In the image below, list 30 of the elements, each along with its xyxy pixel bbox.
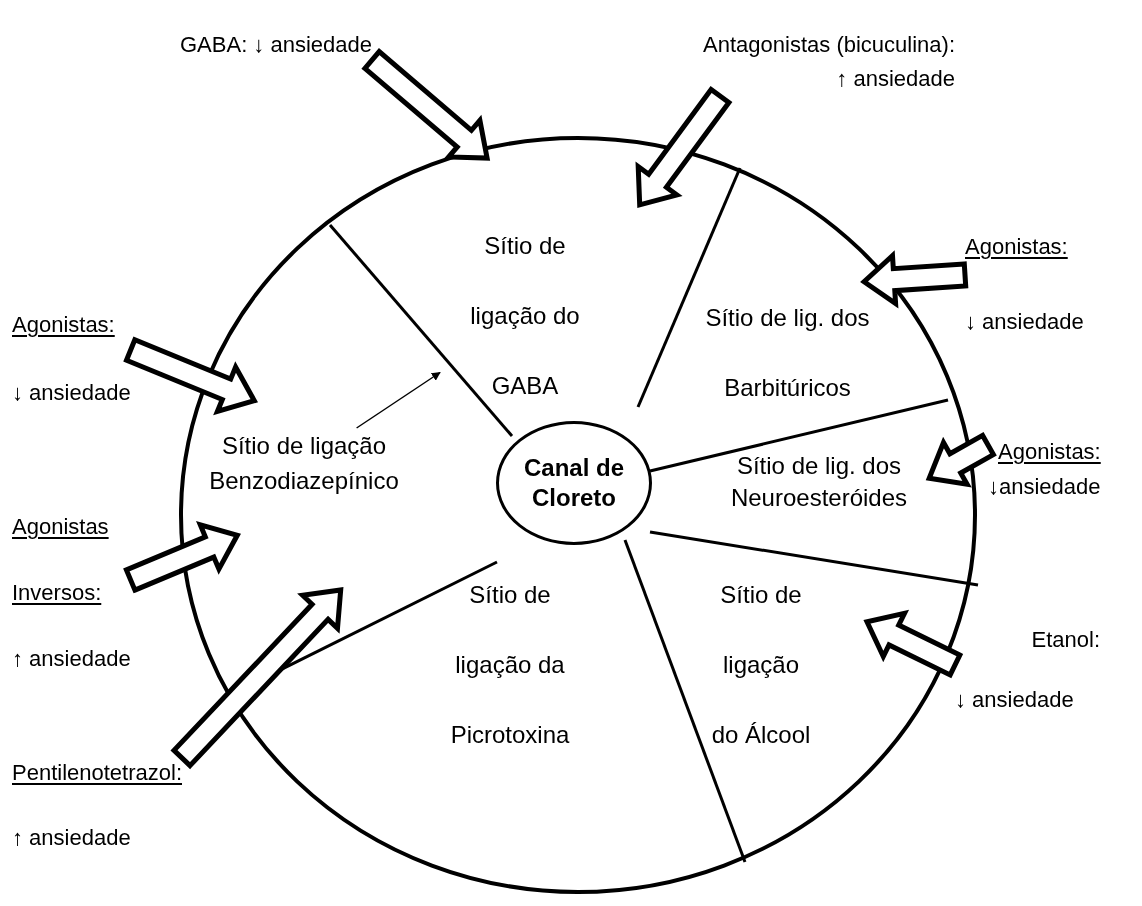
block-arrow xyxy=(635,86,733,209)
site-label: Sítio de ligação da Picrotoxina xyxy=(432,560,588,770)
block-arrow xyxy=(860,250,969,309)
annotation-label: ↓ ansiedade xyxy=(12,379,131,407)
block-arrow xyxy=(123,336,258,416)
site-label: Sítio de lig. dos Neuroesteróides xyxy=(728,450,910,514)
annotation-label: Agonistas: xyxy=(12,311,115,339)
annotation-label: Agonistas: xyxy=(998,438,1101,466)
annotation-label: Antagonistas (bicuculina): ↑ ansiedade xyxy=(690,28,955,96)
annotation-label: ↓ansiedade xyxy=(988,473,1101,501)
site-label: Sítio de ligação do GABA xyxy=(440,211,610,421)
annotation-label: Etanol: xyxy=(1031,626,1100,654)
annotation-label: ↓ ansiedade xyxy=(955,686,1074,714)
annotation-label: Agonistas Inversos: xyxy=(12,513,110,607)
arrow xyxy=(355,371,441,429)
annotation-label: Pentilenotetrazol: xyxy=(12,759,182,787)
block-arrow xyxy=(123,521,241,594)
site-label: Sítio de lig. dos Barbitúricos xyxy=(700,283,875,423)
block-arrow xyxy=(863,609,964,679)
site-label: Sítio de ligação do Álcool xyxy=(708,560,874,770)
block-arrow xyxy=(925,432,997,488)
block-arrow xyxy=(361,48,491,161)
annotation-label: ↑ ansiedade xyxy=(12,824,131,852)
annotation-label: ↓ ansiedade xyxy=(965,308,1084,336)
channel-label: Canal de Cloreto xyxy=(523,453,625,513)
block-arrow xyxy=(170,587,344,770)
annotation-label: ↑ ansiedade xyxy=(12,645,131,673)
annotation-label: Agonistas: xyxy=(965,233,1068,261)
annotation-label: GABA: ↓ ansiedade xyxy=(180,30,372,60)
site-label: Sítio de ligação Benzodiazepínico xyxy=(205,428,403,498)
